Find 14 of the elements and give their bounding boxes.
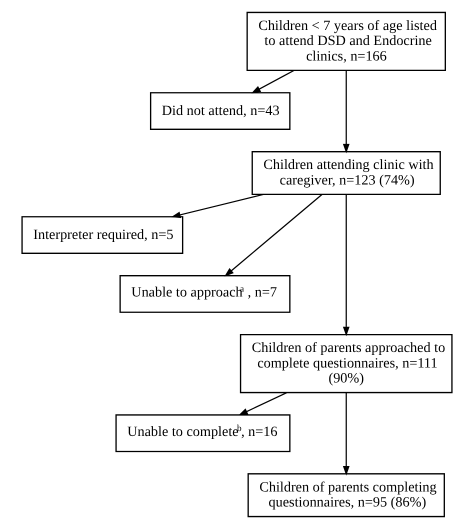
arrow (171, 194, 264, 218)
node-box: Interpreter required, n=5 (21, 216, 184, 254)
node-box: Children of parents approached to complete questionnaires, n=111 (90%) (240, 334, 453, 394)
arrow (342, 70, 350, 154)
node-box: Children < 7 years of age listed to attend DSD and Endocrine clinics, n=166 (246, 12, 446, 72)
node-box: Children of parents completing questionnaires, n=95 (86%) (248, 473, 445, 518)
node-box: Children attending clinic with caregiver, n=123 (74%) (252, 151, 441, 196)
arrow (342, 194, 350, 336)
arrow (224, 194, 322, 277)
arrow (238, 392, 287, 416)
arrow (342, 392, 350, 476)
node-box: Did not attend, n=43 (150, 92, 290, 130)
node-box: Unable to complete$^{b}$, n=16 (115, 414, 290, 452)
arrow (251, 70, 294, 94)
